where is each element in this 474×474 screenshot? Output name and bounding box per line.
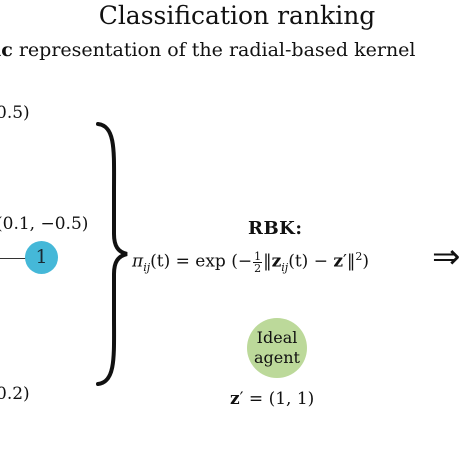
ideal-agent-line2: agent: [254, 348, 300, 367]
formula-prime-mark: ′: [343, 251, 347, 272]
ideal-agent-line1: Ideal: [256, 328, 298, 347]
formula-pi: π: [132, 251, 144, 272]
page-title: Classification ranking: [98, 1, 376, 30]
ideal-agent-coordinate: z′ = (1, 1): [230, 388, 314, 410]
formula-z: z: [271, 251, 282, 272]
fraction-denominator: 2: [254, 261, 262, 275]
subtitle-text: representation of the radial-based kerne…: [12, 39, 416, 61]
subtitle-bold-prefix: ic: [0, 39, 13, 61]
ideal-agent-prime: ′: [239, 389, 244, 409]
ideal-agent-value: = (1, 1): [243, 389, 315, 409]
formula-paren-open: (: [231, 251, 238, 272]
formula-lhs-argument: (t) = exp: [150, 251, 226, 272]
formula-pi-subscript: ij: [143, 261, 151, 275]
formula-z-subscript: ij: [281, 261, 289, 275]
coordinate-top: 0.5): [0, 103, 30, 123]
right-curly-brace: [96, 122, 128, 386]
coordinate-middle: (0.1, −0.5): [0, 214, 89, 234]
formula-z-prime: z: [333, 251, 344, 272]
formula-norm-open: ‖: [263, 251, 272, 272]
formula-power: 2: [355, 250, 363, 263]
formula-z-argument: (t) −: [288, 251, 334, 272]
ideal-agent-node: Ideal agent: [247, 318, 307, 378]
node-connector-line: [0, 258, 30, 259]
formula-paren-close: ): [362, 251, 370, 272]
agent-node-1: 1: [25, 241, 58, 274]
coordinate-bottom: 0.2): [0, 384, 30, 404]
formula-norm-close: ‖: [346, 251, 356, 272]
implies-arrow-icon: ⇒: [432, 237, 461, 277]
subtitle: ic representation of the radial-based ke…: [0, 38, 416, 62]
rbk-heading: RBK:: [248, 218, 303, 239]
ideal-agent-z: z: [230, 389, 240, 409]
formula-minus: −: [237, 251, 253, 272]
fraction-numerator: 1: [253, 249, 263, 263]
